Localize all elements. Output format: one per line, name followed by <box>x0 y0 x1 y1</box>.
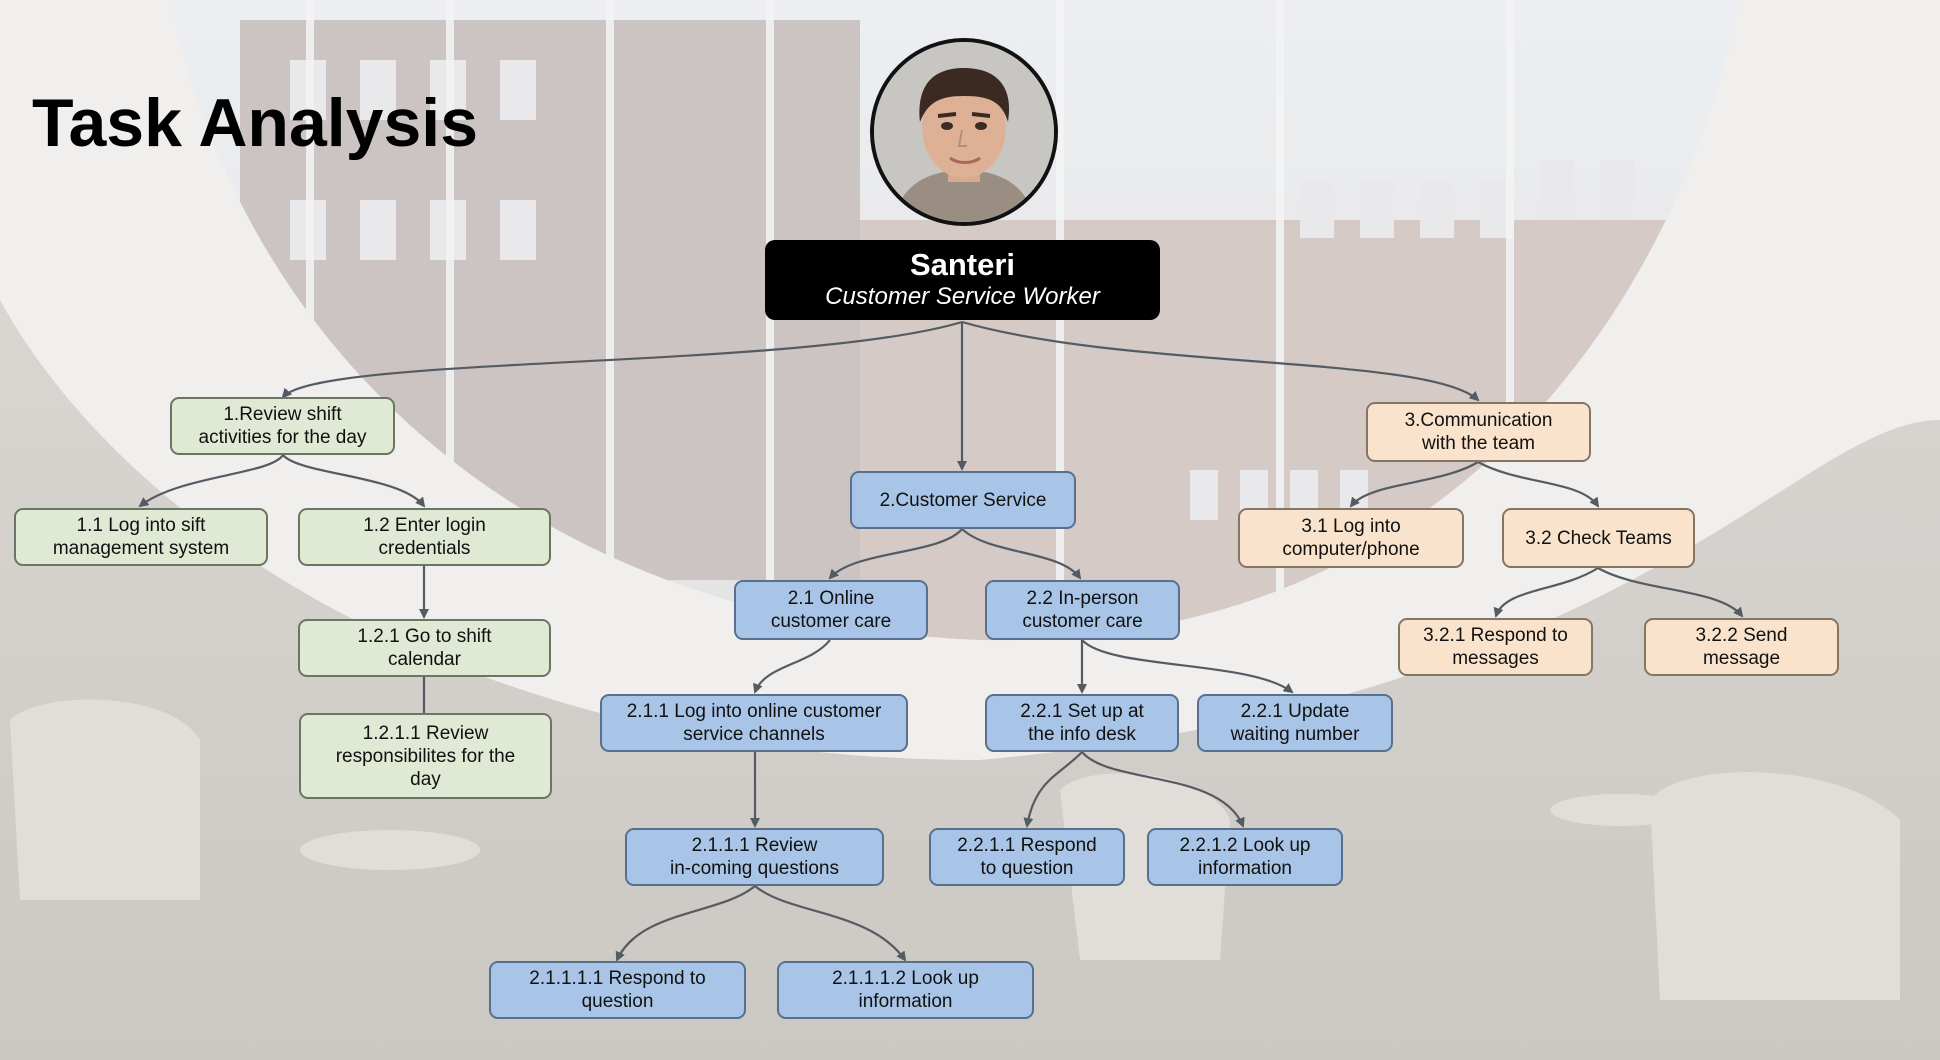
persona-name: Santeri <box>909 247 1016 282</box>
task-node-2-2-1-1: 2.2.1.1 Respond to question <box>929 828 1125 886</box>
task-node-3-2: 3.2 Check Teams <box>1502 508 1695 568</box>
task-node-2-2-1-2: 2.2.1.2 Look up information <box>1147 828 1343 886</box>
persona-role: Customer Service Worker <box>825 283 1100 310</box>
task-node-1-2: 1.2 Enter login credentials <box>298 508 551 566</box>
task-node-3-2-2: 3.2.2 Send message <box>1644 618 1839 676</box>
task-node-1-1: 1.1 Log into sift management system <box>14 508 268 566</box>
task-node-3-1: 3.1 Log into computer/phone <box>1238 508 1464 568</box>
task-node-2-2-1: 2.2.1 Set up at the info desk <box>985 694 1179 752</box>
task-node-2-2: 2.2 In-person customer care <box>985 580 1180 640</box>
persona-card: Santeri Customer Service Worker <box>765 240 1160 320</box>
task-node-2-1: 2.1 Online customer care <box>734 580 928 640</box>
task-node-2-1-1-1: 2.1.1.1 Review in-coming questions <box>625 828 884 886</box>
task-node-1-2-1-1: 1.2.1.1 Review responsibilites for the d… <box>299 713 552 799</box>
task-node-1: 1.Review shift activities for the day <box>170 397 395 455</box>
task-node-2: 2.Customer Service <box>850 471 1076 529</box>
task-node-2-1-1-1-1: 2.1.1.1.1 Respond to question <box>489 961 746 1019</box>
task-node-3-2-1: 3.2.1 Respond to messages <box>1398 618 1593 676</box>
task-node-2-1-1-1-2: 2.1.1.1.2 Look up information <box>777 961 1034 1019</box>
persona-avatar <box>870 38 1058 226</box>
task-node-3: 3.Communication with the team <box>1366 402 1591 462</box>
task-node-1-2-1: 1.2.1 Go to shift calendar <box>298 619 551 677</box>
task-node-2-2-1-update: 2.2.1 Update waiting number <box>1197 694 1393 752</box>
page-title: Task Analysis <box>32 85 479 161</box>
task-node-2-1-1: 2.1.1 Log into online customer service c… <box>600 694 908 752</box>
